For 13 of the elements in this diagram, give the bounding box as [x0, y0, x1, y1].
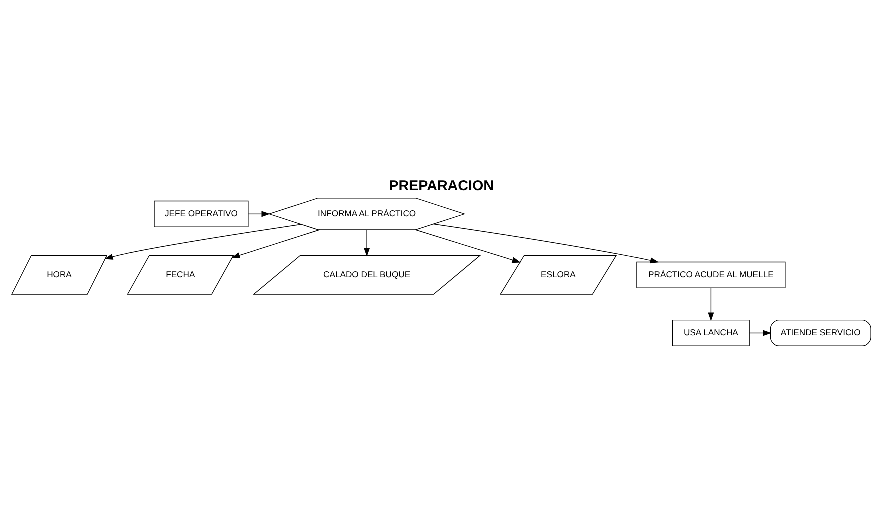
node-box: JEFE OPERATIVO [154, 200, 249, 227]
node-box: ATIENDE SERVICIO [770, 319, 872, 346]
arrow [749, 330, 772, 336]
arrow [433, 223, 660, 264]
arrow [231, 229, 320, 258]
arrow [248, 210, 270, 217]
arrow [708, 287, 714, 321]
node-box: PRÁCTICO ACUDE AL MUELLE [636, 261, 786, 288]
node-box: USA LANCHA [672, 319, 750, 346]
diagram-title: PREPARACION [389, 178, 494, 194]
arrow [415, 229, 521, 263]
arrow [104, 224, 302, 260]
arrow [364, 229, 370, 256]
